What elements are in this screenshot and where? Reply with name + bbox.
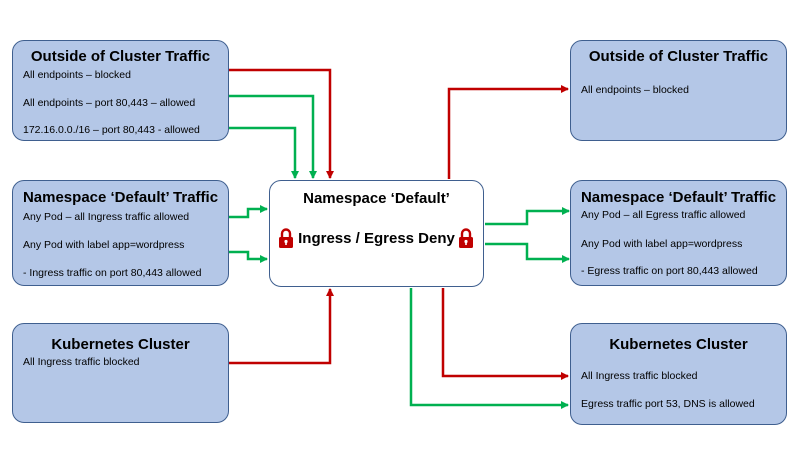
namespace-default-center-box: Namespace ‘Default’ Ingress / Egress Den… (269, 180, 484, 287)
left-outside-cluster-box: Outside of Cluster Traffic All endpoints… (12, 40, 229, 141)
box-title: Kubernetes Cluster (51, 336, 190, 353)
rule-line: All Ingress traffic blocked (23, 356, 140, 368)
rule-line: All endpoints – blocked (581, 84, 689, 96)
right-kubernetes-cluster-box: Kubernetes Cluster All Ingress traffic b… (570, 323, 787, 425)
right-namespace-default-box: Namespace ‘Default’ Traffic Any Pod – al… (570, 180, 787, 286)
arrow-outside-cidr-allowed (229, 126, 299, 179)
rule-line: All endpoints – blocked (23, 69, 131, 81)
padlock-icon (279, 228, 293, 248)
box-title: Outside of Cluster Traffic (30, 48, 211, 65)
arrow-egress-outside-blocked (447, 85, 569, 179)
arrow-egress-cluster-blocked (441, 288, 569, 380)
arrow-cluster-ingress-blocked (229, 288, 334, 365)
rule-line: Any Pod with label app=wordpress (581, 238, 743, 250)
rule-line: - Ingress traffic on port 80,443 allowed (23, 267, 202, 279)
box-title: Kubernetes Cluster (609, 336, 748, 353)
arrow-ns-ingress-wordpress (229, 250, 268, 263)
rule-line: All endpoints – port 80,443 – allowed (23, 97, 196, 109)
box-title: Outside of Cluster Traffic (588, 48, 769, 65)
rule-line: 172.16.0.0./16 – port 80,443 - allowed (23, 124, 200, 136)
left-kubernetes-cluster-box: Kubernetes Cluster All Ingress traffic b… (12, 323, 229, 423)
rule-line: Any Pod – all Egress traffic allowed (581, 209, 746, 221)
rule-line: Any Pod with label app=wordpress (23, 239, 185, 251)
arrow-outside-port-allowed (229, 94, 317, 179)
box-title: Namespace ‘Default’ Traffic (580, 189, 777, 206)
arrow-egress-dns-allowed (409, 288, 569, 409)
right-outside-cluster-box: Outside of Cluster Traffic All endpoints… (570, 40, 787, 141)
center-title: Namespace ‘Default’ (303, 190, 450, 207)
rule-line: All Ingress traffic blocked (581, 370, 698, 382)
arrow-ns-egress-wordpress (485, 242, 570, 263)
rule-line: Egress traffic port 53, DNS is allowed (581, 398, 755, 410)
arrow-ns-egress-all (485, 207, 570, 226)
box-title: Namespace ‘Default’ Traffic (22, 189, 219, 206)
padlock-icon (459, 228, 473, 248)
rule-line: Any Pod – all Ingress traffic allowed (23, 211, 190, 223)
left-namespace-default-box: Namespace ‘Default’ Traffic Any Pod – al… (12, 180, 229, 286)
rule-line: - Egress traffic on port 80,443 allowed (581, 265, 758, 277)
arrow-outside-blocked (229, 68, 334, 179)
arrow-ns-ingress-all (229, 205, 268, 219)
center-deny-label: Ingress / Egress Deny (298, 230, 455, 247)
